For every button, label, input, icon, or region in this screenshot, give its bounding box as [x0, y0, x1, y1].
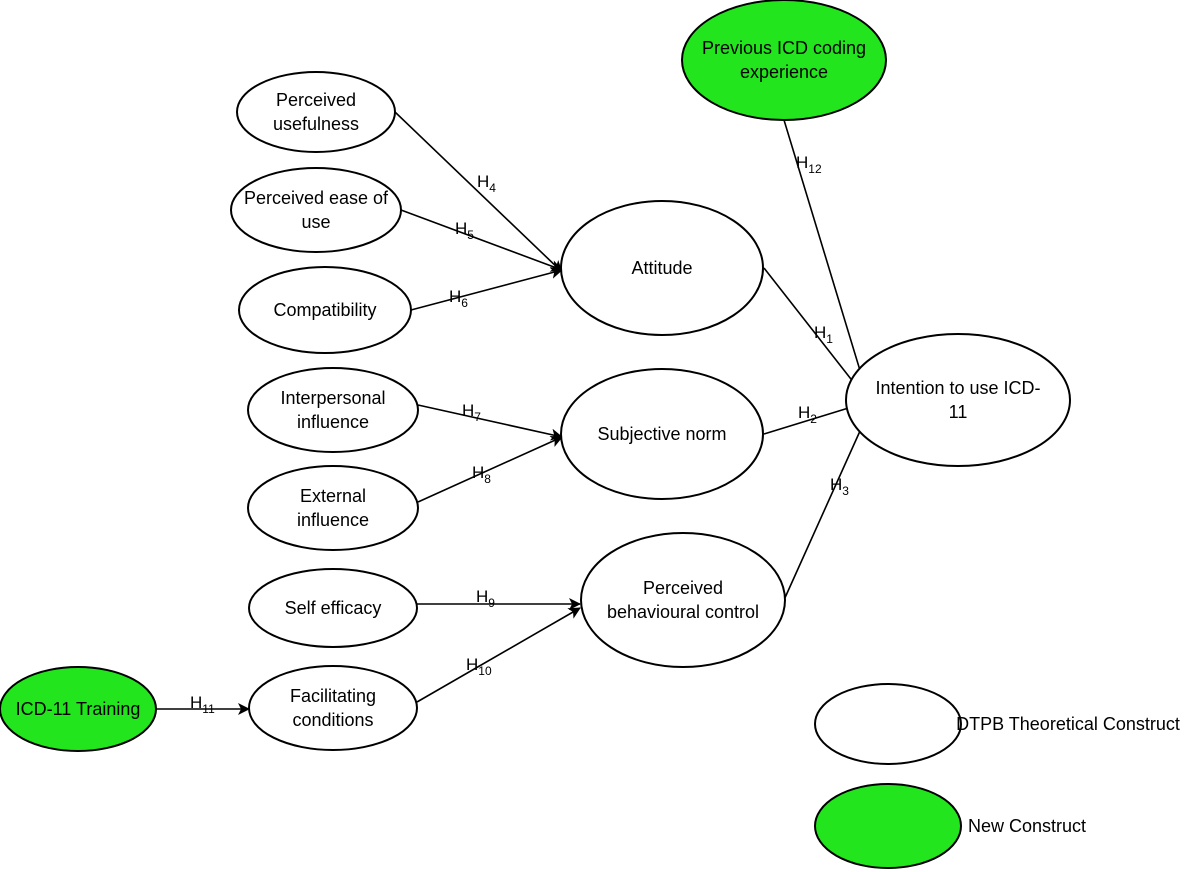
node-previous-icd: Previous ICD coding experience [681, 0, 887, 121]
hypothesis-label-h6: H6 [449, 287, 468, 310]
node-label-perceived-usefulness: usefulness [273, 114, 359, 134]
node-self-efficacy: Self efficacy [248, 568, 418, 648]
node-label-perceived-ease: use [301, 212, 330, 232]
hypothesis-label-h10: H10 [466, 655, 492, 678]
node-label-perceived-ease: Perceived ease of [244, 188, 389, 208]
arrow-facilitating-to-pbc [416, 607, 581, 703]
node-label-pbc: Perceived [643, 578, 723, 598]
arrow-external-to-subjective-norm [417, 436, 563, 503]
node-ellipse-attitude [560, 200, 764, 336]
node-label-subjective-norm: Subjective norm [597, 424, 726, 444]
node-label-intention: 11 [949, 402, 968, 422]
node-training: ICD-11 Training [0, 666, 157, 752]
hypothesis-label-h5: H5 [455, 219, 474, 242]
node-ellipse-previous-icd [681, 0, 887, 121]
node-label-facilitating: conditions [292, 710, 373, 730]
legend-new-label: New Construct [968, 816, 1086, 836]
arrow-attitude-to-intention [763, 267, 866, 398]
node-ellipse-training [0, 666, 157, 752]
node-interpersonal: Interpersonal influence [247, 367, 419, 453]
arrow-perceived-ease-to-attitude [400, 209, 563, 272]
legend-theory-swatch [814, 683, 962, 765]
node-ellipse-external [247, 465, 419, 551]
node-ellipse-subjective-norm [560, 368, 764, 500]
arrow-previous-icd-to-intention [783, 119, 872, 401]
hypothesis-label-h1: H1 [814, 323, 833, 346]
node-label-attitude: Attitude [631, 258, 692, 278]
node-label-facilitating: Facilitating [290, 686, 376, 706]
node-label-perceived-usefulness: Perceived [276, 90, 356, 110]
node-label-training: ICD-11 Training [16, 699, 141, 719]
node-label-compatibility: Compatibility [273, 300, 376, 320]
node-ellipse-facilitating [248, 665, 418, 751]
hypothesis-label-h2: H2 [798, 403, 817, 426]
node-label-external: influence [297, 510, 369, 530]
node-external: External influence [247, 465, 419, 551]
arrow-compatibility-to-attitude [410, 267, 563, 311]
hypothesis-label-h12: H12 [796, 153, 822, 176]
node-subjective-norm: Subjective norm [560, 368, 764, 500]
edges-layer [156, 111, 872, 715]
arrow-interpersonal-to-subjective-norm [417, 404, 563, 441]
node-label-intention: Intention to use ICD- [875, 378, 1040, 398]
node-ellipse-intention [845, 333, 1071, 467]
hypothesis-label-h7: H7 [462, 401, 481, 424]
node-label-previous-icd: experience [740, 62, 828, 82]
arrow-perceived-usefulness-to-attitude [394, 111, 563, 273]
node-pbc: Perceived behavioural control [580, 532, 786, 668]
node-label-interpersonal: Interpersonal [280, 388, 385, 408]
legend-theory-label: DTPB Theoretical Construct [956, 714, 1180, 734]
node-intention: Intention to use ICD- 11 [845, 333, 1071, 467]
legend-new-swatch [814, 783, 962, 869]
node-ellipse-perceived-ease [230, 167, 402, 253]
hypothesis-label-h3: H3 [830, 475, 849, 498]
node-perceived-ease: Perceived ease of use [230, 167, 402, 253]
node-ellipse-pbc [580, 532, 786, 668]
arrow-pbc-to-intention [783, 410, 870, 601]
node-label-external: External [300, 486, 366, 506]
hypothesis-label-h9: H9 [476, 587, 495, 610]
node-label-pbc: behavioural control [607, 602, 759, 622]
hypothesis-label-h11: H11 [190, 693, 215, 716]
node-perceived-usefulness: Perceived usefulness [236, 71, 396, 153]
node-ellipse-compatibility [238, 266, 412, 354]
hypothesis-label-h4: H4 [477, 172, 496, 195]
node-ellipse-self-efficacy [248, 568, 418, 648]
node-label-interpersonal: influence [297, 412, 369, 432]
node-facilitating: Facilitating conditions [248, 665, 418, 751]
node-ellipse-perceived-usefulness [236, 71, 396, 153]
node-compatibility: Compatibility [238, 266, 412, 354]
node-ellipse-interpersonal [247, 367, 419, 453]
node-label-self-efficacy: Self efficacy [285, 598, 382, 618]
hypothesis-label-h8: H8 [472, 463, 491, 486]
node-label-previous-icd: Previous ICD coding [702, 38, 866, 58]
node-attitude: Attitude [560, 200, 764, 336]
